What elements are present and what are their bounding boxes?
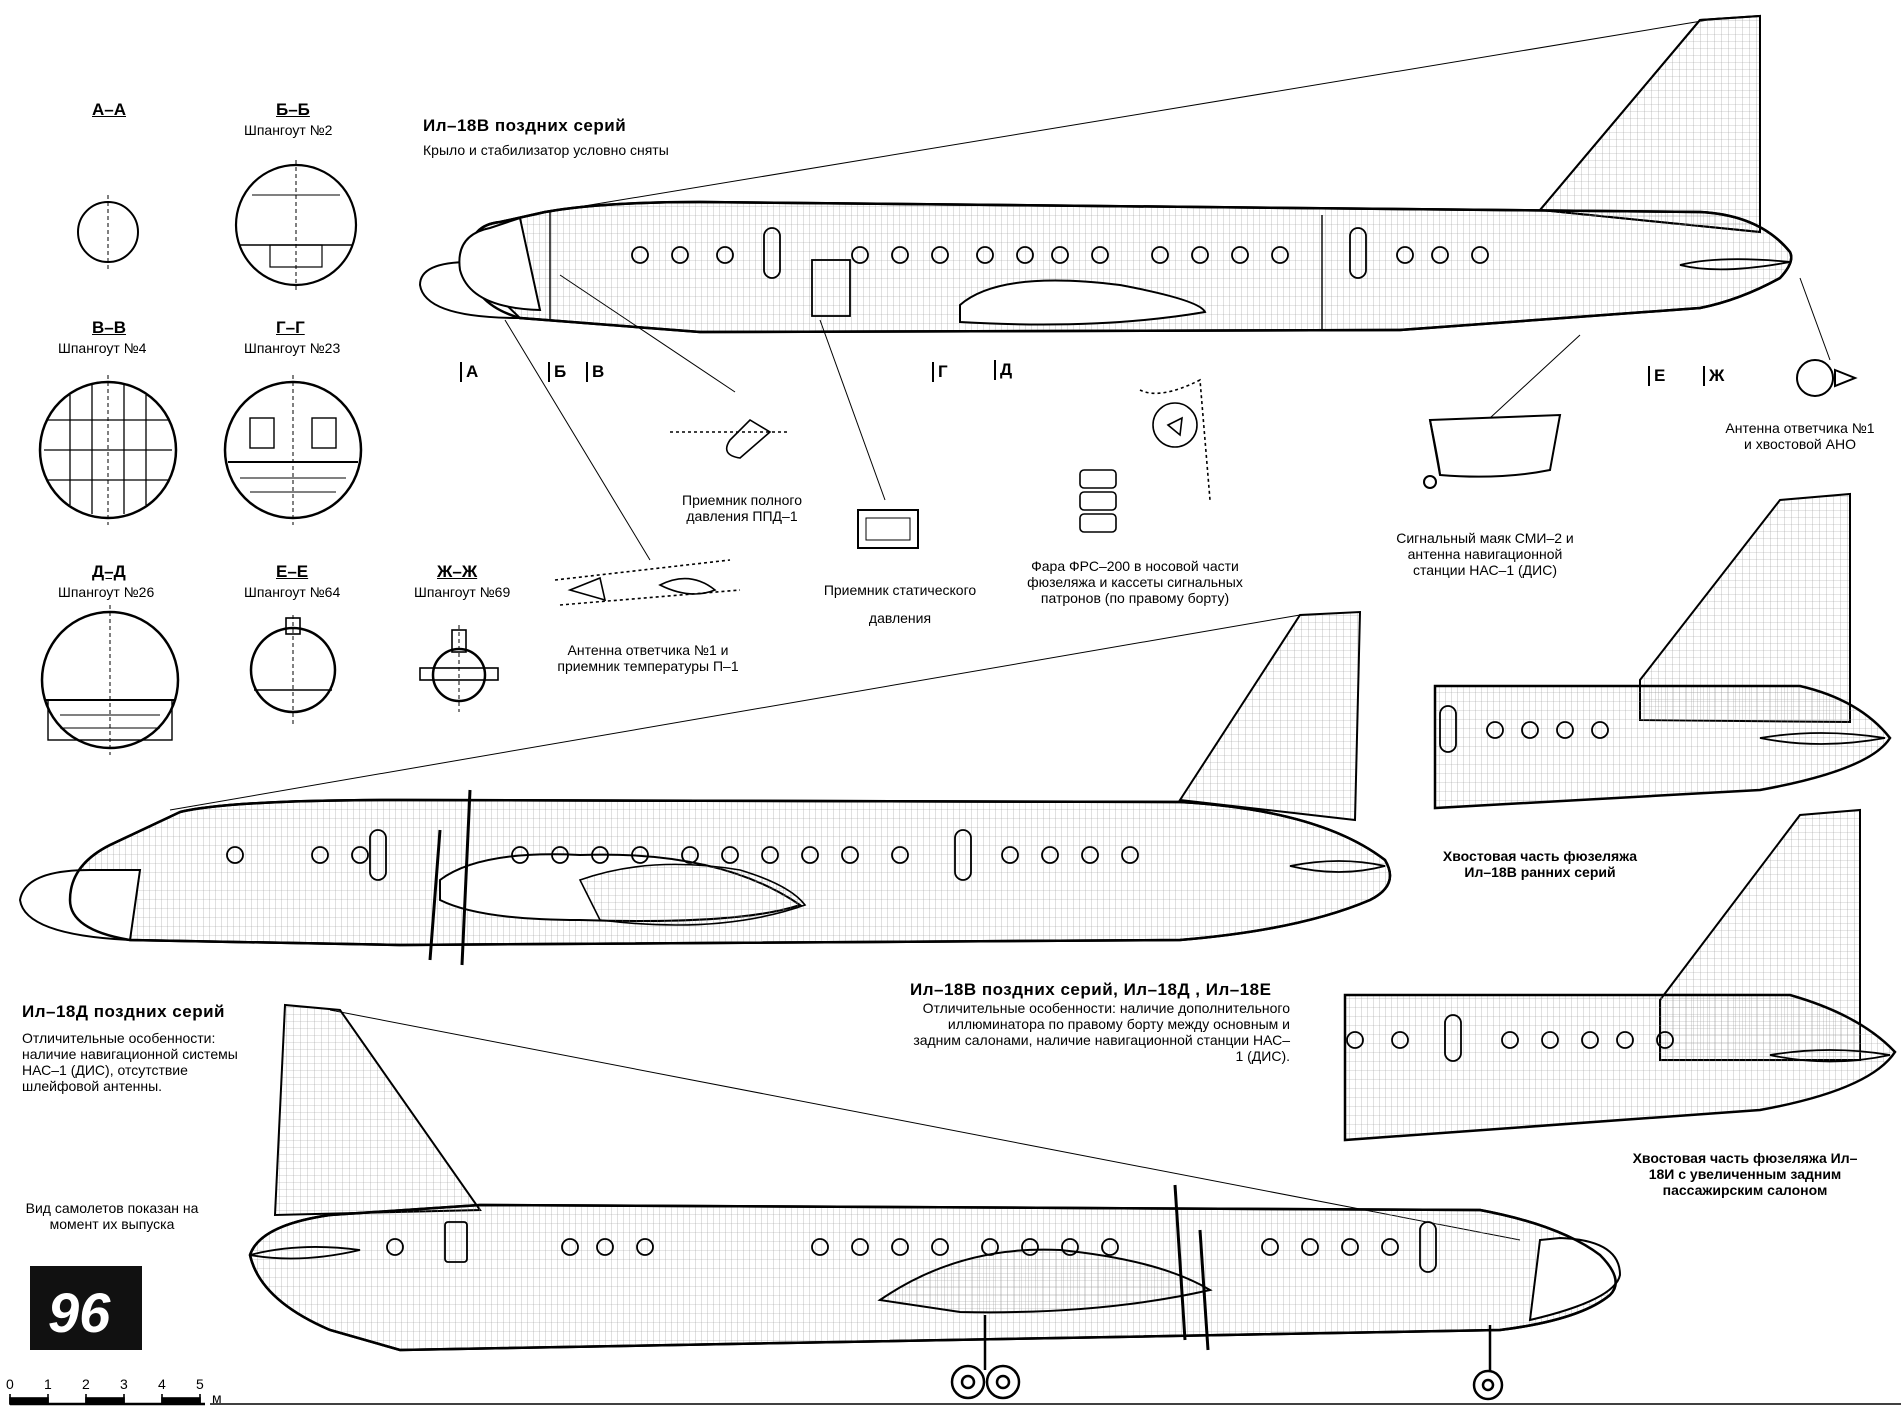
scale-tick-3: 3 [120, 1376, 128, 1392]
top-aircraft [418, 14, 1793, 334]
section-title-g-g: Г–Г [276, 318, 305, 337]
cut-mark-zh: Ж [1703, 366, 1724, 386]
scale-tick-0: 0 [6, 1376, 14, 1392]
bottom-aircraft [248, 1003, 1622, 1401]
section-b-b [234, 160, 358, 290]
section-e-e [249, 615, 337, 725]
cut-mark-a: А [460, 362, 478, 382]
section-sub-e-e: Шпангоут №64 [244, 584, 341, 600]
tail-early-drawing [1433, 492, 1892, 810]
top-view-note: Крыло и стабилизатор условно сняты [423, 142, 669, 158]
detail-smi [1423, 413, 1562, 489]
magazine-logo: 96 [30, 1266, 142, 1350]
scale-tick-1: 1 [44, 1376, 52, 1392]
release-note: Вид самолетов показан на момент их выпус… [25, 1200, 199, 1232]
logo-text: 96 [48, 1281, 111, 1344]
section-sub-b-b: Шпангоут №2 [244, 122, 333, 138]
section-zh-zh [419, 625, 499, 712]
cut-mark-e: Е [1648, 366, 1665, 386]
callout-tail-antenna: Антенна ответчика №1 и хвостовой АНО [1725, 420, 1875, 452]
section-sub-d-d: Шпангоут №26 [58, 584, 155, 600]
cut-mark-b: Б [548, 362, 566, 382]
callout-static: Приемник статического давления [823, 582, 977, 626]
bottom-view-title: Ил–18Д поздних серий [22, 1002, 225, 1021]
section-sub-zh-zh: Шпангоут №69 [414, 584, 511, 600]
section-title-b-b: Б–Б [276, 100, 310, 119]
scale-tick-2: 2 [82, 1376, 90, 1392]
section-a-a [77, 195, 139, 270]
detail-static [857, 509, 919, 549]
tail-early-caption: Хвостовая часть фюзеляжа Ил–18В ранних с… [1442, 848, 1638, 880]
callout-fara: Фара ФРС–200 в носовой части фюзеляжа и … [1027, 558, 1243, 606]
section-title-d-d: Д–Д [92, 562, 126, 581]
section-v-v [38, 375, 178, 525]
tail-i-caption: Хвостовая часть фюзеляжа Ил–18И с увелич… [1632, 1150, 1858, 1198]
section-d-d [40, 605, 180, 755]
leader-lines [504, 274, 1831, 561]
section-title-v-v: В–В [92, 318, 127, 337]
callout-smi: Сигнальный маяк СМИ–2 и антенна навигаци… [1396, 530, 1574, 578]
section-title-e-e: Е–Е [276, 562, 309, 581]
middle-aircraft [18, 610, 1392, 966]
detail-fara [1079, 378, 1211, 533]
cut-mark-v: В [586, 362, 604, 382]
callout-ppd: Приемник полного давления ППД–1 [682, 492, 802, 524]
detail-tail-antenna [1796, 359, 1858, 397]
scale-bar [9, 1394, 205, 1406]
detail-antenna-temp [554, 559, 741, 606]
cut-mark-g: Г [932, 362, 948, 382]
section-sub-g-g: Шпангоут №23 [244, 340, 341, 356]
callout-antenna-temp: Антенна ответчика №1 и приемник температ… [557, 642, 739, 674]
middle-view-note: Отличительные особенности: наличие допол… [913, 1000, 1290, 1064]
scale-tick-5: 5 [196, 1376, 204, 1392]
section-sub-v-v: Шпангоут №4 [58, 340, 147, 356]
scale-tick-4: 4 [158, 1376, 166, 1392]
section-title-a-a: А–А [92, 100, 127, 119]
section-g-g [223, 375, 363, 525]
tail-i-drawing [1343, 808, 1897, 1142]
section-title-zh-zh: Ж–Ж [437, 562, 478, 581]
detail-ppd [670, 418, 790, 459]
bottom-view-note: Отличительные особенности: наличие навиг… [22, 1030, 238, 1094]
top-view-title: Ил–18В поздних серий [423, 116, 627, 135]
middle-view-title: Ил–18В поздних серий, Ил–18Д , Ил–18Е [910, 980, 1272, 999]
scale-unit: м [212, 1390, 222, 1406]
cut-mark-d: Д [994, 360, 1012, 380]
